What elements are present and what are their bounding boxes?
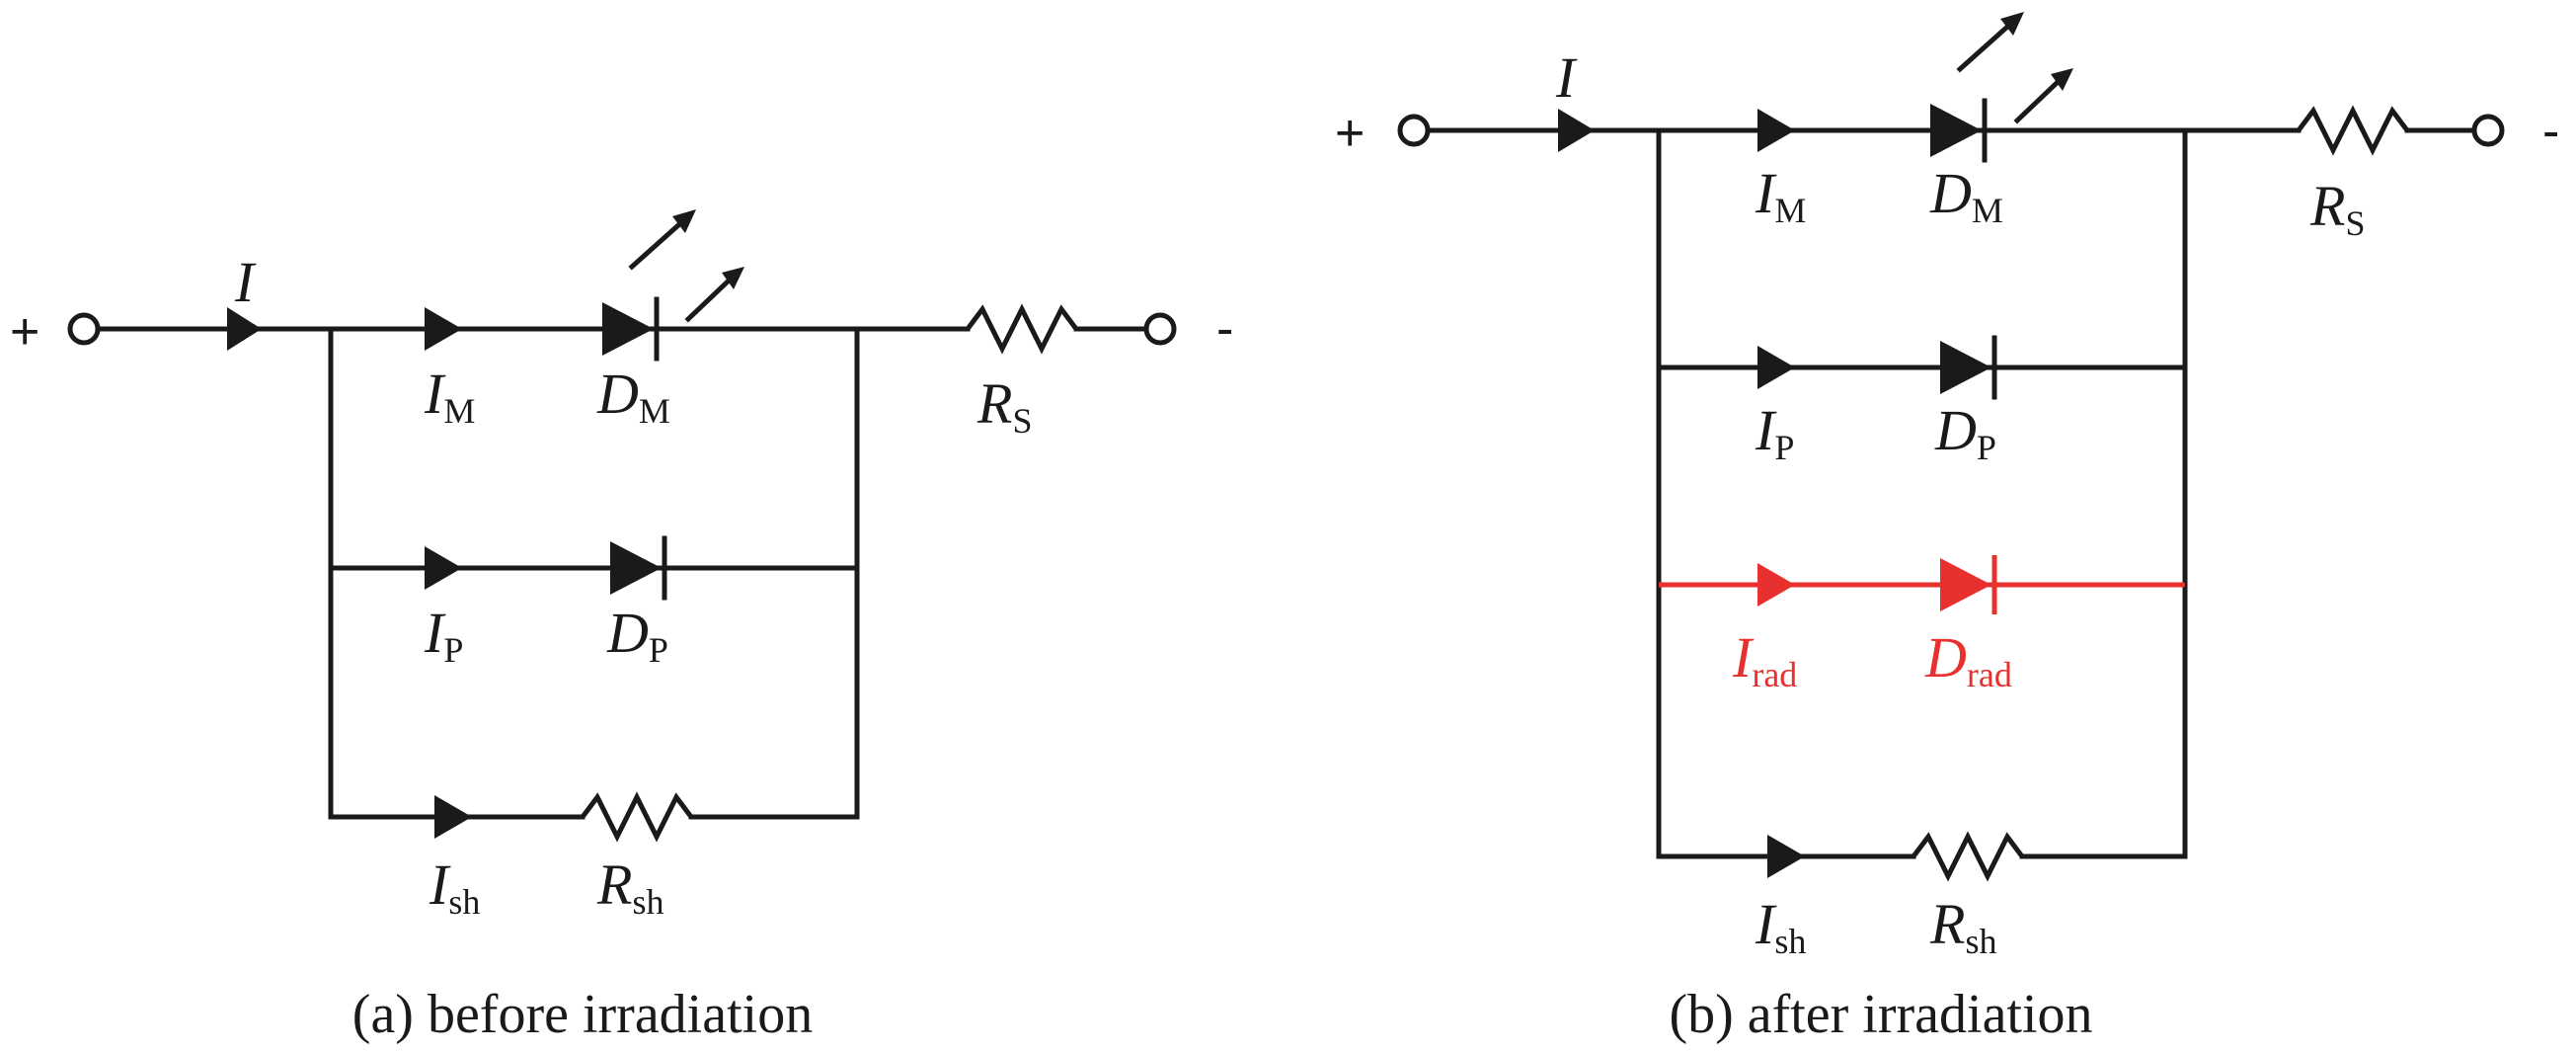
- current-arrow-IP: [425, 546, 462, 590]
- series-resistor: [2297, 105, 2409, 156]
- minus-terminal-sign: -: [2542, 103, 2559, 160]
- diode-Drad: [1940, 555, 1997, 614]
- label-Ish: Ish: [429, 852, 480, 922]
- shunt-resistor: [581, 791, 693, 843]
- label-IM: IM: [1755, 161, 1806, 230]
- label-IP: IP: [424, 601, 463, 670]
- label-DM: DM: [596, 362, 670, 431]
- caption-before: (a) before irradiation: [352, 984, 813, 1045]
- plus-terminal: [67, 312, 101, 346]
- plus-terminal: [1397, 114, 1431, 147]
- current-arrow-I: [1558, 109, 1595, 152]
- light-emission-arrow-icon: [1956, 12, 2073, 124]
- minus-terminal-sign: -: [1216, 300, 1233, 358]
- label-I: I: [1555, 45, 1578, 110]
- minus-terminal: [1143, 312, 1177, 346]
- label-IM: IM: [424, 362, 475, 431]
- label-Rsh: Rsh: [596, 852, 664, 922]
- label-RS: RS: [976, 371, 1032, 441]
- current-arrow-Irad: [1757, 563, 1795, 607]
- label-Rsh: Rsh: [1929, 892, 1996, 961]
- plus-terminal-sign: +: [10, 303, 39, 361]
- current-arrow-IM: [1757, 109, 1795, 152]
- shunt-resistor: [1912, 831, 2024, 882]
- diode-DM: [1930, 98, 1988, 163]
- label-Ish: Ish: [1755, 892, 1806, 961]
- diode-DM: [602, 296, 660, 362]
- label-DM: DM: [1929, 161, 2003, 230]
- panel-after-irradiation: + -: [1335, 12, 2559, 1045]
- current-arrow-Ish: [1767, 835, 1805, 878]
- plus-terminal-sign: +: [1335, 105, 1365, 162]
- current-arrow-IP: [1757, 346, 1795, 389]
- label-DP: DP: [1934, 398, 1996, 467]
- current-arrow-Ish: [434, 795, 472, 839]
- current-arrow-IM: [425, 307, 462, 351]
- label-I: I: [234, 250, 257, 314]
- diode-DP: [1940, 335, 1997, 400]
- current-arrow-I: [227, 307, 262, 351]
- panel-before-irradiation: + -: [10, 209, 1233, 1045]
- label-RS: RS: [2309, 174, 2365, 243]
- light-emission-arrow-icon: [628, 209, 744, 323]
- label-IP: IP: [1755, 398, 1794, 467]
- diode-DP: [610, 535, 667, 601]
- label-Drad: Drad: [1924, 625, 2012, 694]
- label-DP: DP: [606, 601, 668, 670]
- minus-terminal: [2471, 114, 2505, 147]
- series-resistor: [966, 303, 1078, 355]
- caption-after: (b) after irradiation: [1669, 984, 2092, 1045]
- label-Irad: Irad: [1732, 625, 1797, 694]
